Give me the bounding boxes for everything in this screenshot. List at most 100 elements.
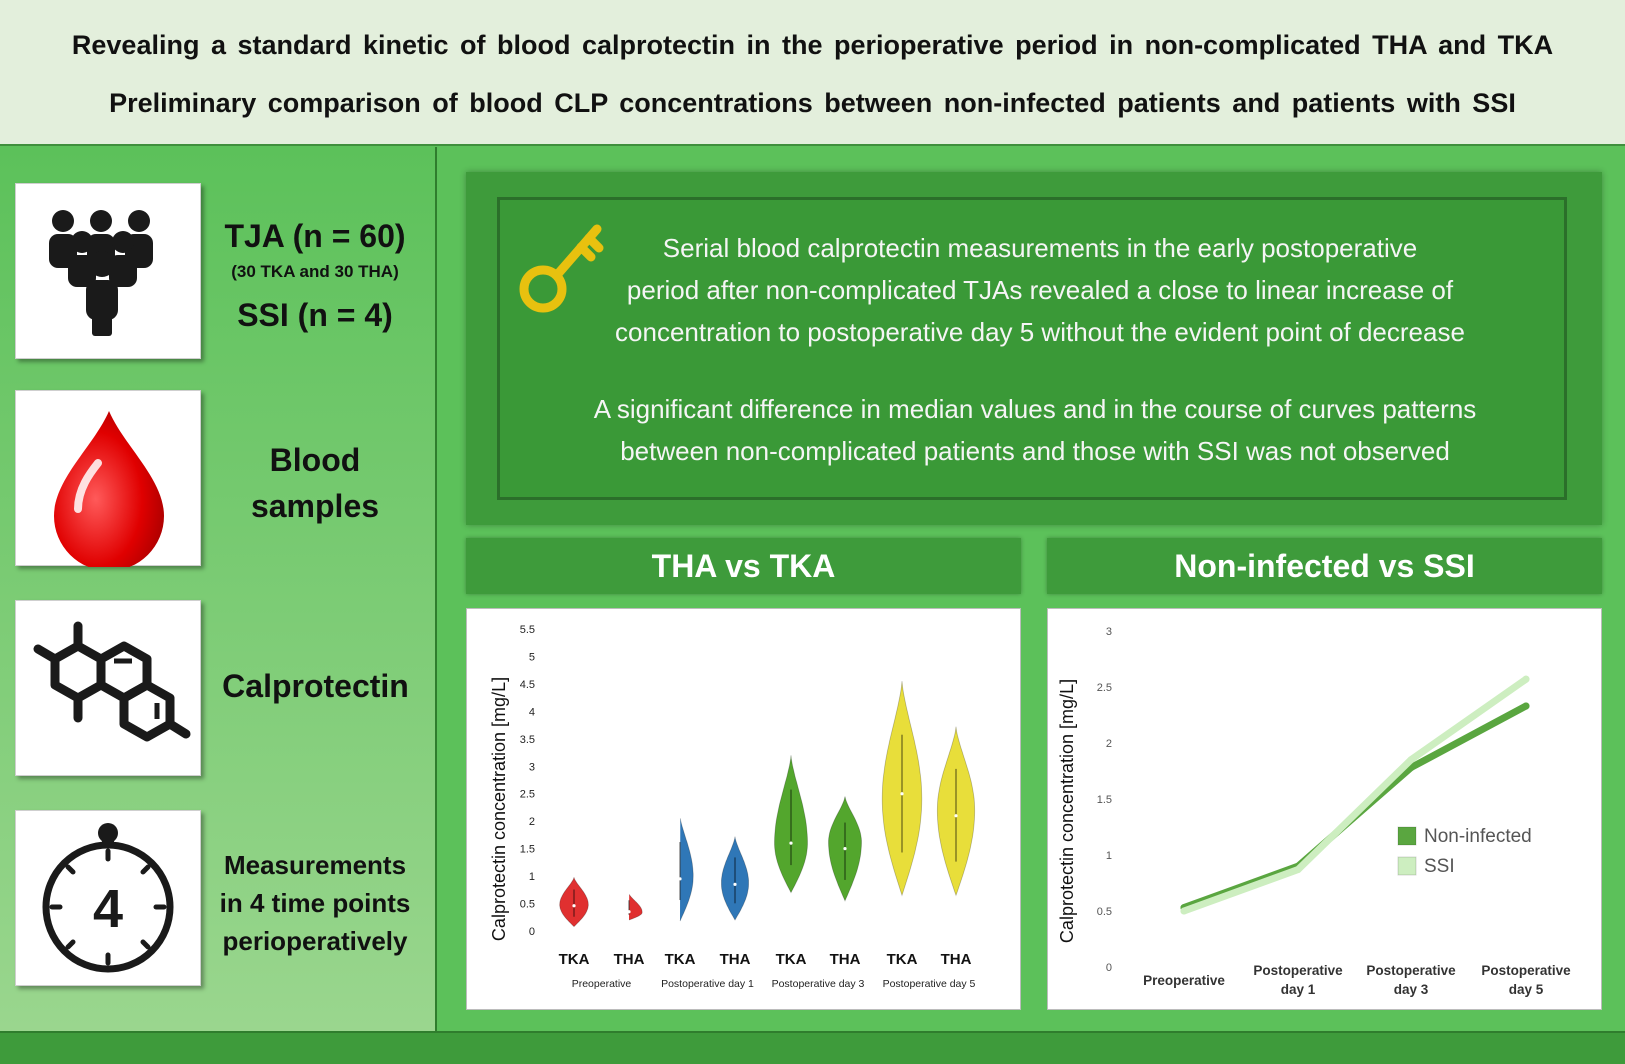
tab-tha-vs-tka: THA vs TKA	[466, 538, 1021, 594]
finding-1-line-2: period after non-complicated TJAs reveal…	[626, 275, 1454, 305]
violin-shape	[936, 726, 976, 897]
line-chart: Calprotectin concentration [mg/L] 0 0.5 1 1…	[1057, 626, 1571, 997]
violin-shape	[679, 818, 694, 922]
violin-group-label: Postoperative day 1	[661, 978, 754, 990]
line-category-label: day 1	[1281, 982, 1316, 997]
violin-y-tick-label: 5	[529, 651, 535, 663]
line-category-label: day 5	[1509, 982, 1544, 997]
people-card	[15, 183, 201, 359]
violin-shape	[559, 877, 589, 928]
key-icon	[519, 224, 604, 313]
blood-samples-label: Blood samples	[215, 437, 415, 529]
violin-y-tick-label: 2.5	[520, 789, 535, 801]
violin-shape	[881, 681, 923, 897]
line-y-tick-label: 1.5	[1097, 794, 1112, 806]
line-category-label: Postoperative	[1253, 963, 1343, 978]
violin-median-point	[627, 910, 631, 914]
cohort-main-label: TJA (n = 60)	[224, 218, 406, 254]
meas-line-3: perioperatively	[222, 926, 408, 956]
line-y-tick-label: 2.5	[1097, 682, 1112, 694]
violin-y-tick-label: 1	[529, 871, 535, 883]
violin-y-tick-label: 2	[529, 816, 535, 828]
line-chart-panel: Calprotectin concentration [mg/L] 0 0.5 1 1…	[1047, 608, 1602, 1010]
violin-category-label: TKA	[887, 951, 918, 968]
violin-shape	[721, 836, 749, 921]
violin-category-label: THA	[830, 951, 861, 968]
legend-swatch-0	[1397, 826, 1417, 846]
line-data-point	[1522, 675, 1530, 683]
violin-category-label: TKA	[559, 951, 590, 968]
violin-y-tick-label: 3.5	[520, 734, 535, 746]
violin-median-point	[789, 841, 793, 845]
molecule-card	[15, 600, 201, 776]
key-finding-2: A significant difference in median value…	[520, 388, 1550, 472]
violin-group-label: Postoperative day 5	[883, 978, 976, 990]
blood-drop-icon	[54, 411, 164, 567]
key-findings-box	[497, 197, 1567, 500]
line-y-tick-label: 2	[1106, 738, 1112, 750]
violin-y-tick-label: 4	[529, 706, 535, 718]
people-group-icon	[49, 210, 153, 336]
violin-y-tick-label: 0.5	[520, 899, 535, 911]
line-category-label: Preoperative	[1143, 973, 1225, 988]
calprotectin-label: Calprotectin	[222, 668, 409, 704]
legend-label-0: Non-infected	[1424, 826, 1532, 847]
violin-median-point	[733, 882, 737, 886]
violin-category-label: TKA	[665, 951, 696, 968]
cohort-ssi-label: SSI (n = 4)	[237, 297, 393, 333]
violin-median-point	[954, 814, 958, 818]
violin-category-label: THA	[720, 951, 751, 968]
violin-y-tick-label: 5.5	[520, 624, 535, 636]
blood-card	[15, 390, 201, 567]
line-y-tick-label: 3	[1106, 626, 1112, 638]
title-line-1: Revealing a standard kinetic of blood ca…	[71, 30, 1554, 60]
violin-y-tick-label: 0	[529, 926, 535, 938]
meas-line-1: Measurements	[223, 850, 407, 880]
meas-line-2: in 4 time points	[219, 888, 411, 918]
line-data-point	[1180, 907, 1188, 915]
line-data-point	[1522, 702, 1530, 710]
violin-y-tick-label: 4.5	[520, 679, 535, 691]
line-series-0	[1180, 702, 1530, 912]
violin-median-point	[843, 847, 847, 851]
line-y-axis-label: Calprotectin concentration [mg/L]	[1057, 679, 1077, 943]
line-category-label: Postoperative	[1366, 963, 1456, 978]
violin-y-axis-label: Calprotectin concentration [mg/L]	[489, 677, 509, 941]
stopwatch-icon: 4	[42, 823, 174, 973]
violin-chart-panel: Calprotectin concentration [mg/L] 0 0.5 1 1…	[466, 608, 1021, 1010]
violin-chart: Calprotectin concentration [mg/L] 0 0.5 1 1…	[489, 624, 976, 990]
finding-1-line-3: concentration to postoperative day 5 wit…	[615, 317, 1465, 347]
violin-median-point	[678, 877, 682, 881]
line-y-tick-label: 0.5	[1097, 906, 1112, 918]
line-y-tick-label: 0	[1106, 962, 1112, 974]
finding-2-line-2: between non-complicated patients and tho…	[620, 436, 1450, 466]
cohort-sub-label: (30 TKA and 30 THA)	[231, 262, 399, 281]
bottom-bar	[0, 1031, 1625, 1064]
legend-label-1: SSI	[1424, 856, 1455, 877]
violin-y-tick-label: 1.5	[520, 844, 535, 856]
timer-digit: 4	[93, 879, 123, 939]
violin-category-label: TKA	[776, 951, 807, 968]
line-y-tick-label: 1	[1106, 850, 1112, 862]
violin-group-label: Postoperative day 3	[772, 978, 865, 990]
key-finding-1: Serial blood calprotectin measurements i…	[590, 227, 1490, 353]
timer-card: 4	[15, 810, 201, 986]
violin-category-label: THA	[614, 951, 645, 968]
molecule-icon	[33, 621, 191, 742]
title-line-2: Preliminary comparison of blood CLP conc…	[109, 88, 1516, 118]
blood-line-2: samples	[250, 488, 380, 524]
finding-2-line-1: A significant difference in median value…	[593, 394, 1477, 424]
violin-median-point	[900, 792, 904, 796]
line-category-label: day 3	[1394, 982, 1429, 997]
violin-category-label: THA	[941, 951, 972, 968]
line-data-point	[1407, 756, 1415, 764]
line-data-point	[1294, 866, 1302, 874]
violin-shape	[774, 755, 808, 894]
tab-noninfected-vs-ssi: Non-infected vs SSI	[1047, 538, 1602, 594]
legend-swatch-1	[1397, 856, 1417, 876]
violin-median-point	[572, 904, 576, 908]
line-category-label: Postoperative	[1481, 963, 1571, 978]
violin-group-label: Preoperative	[572, 978, 632, 990]
finding-1-line-1: Serial blood calprotectin measurements i…	[662, 233, 1418, 263]
violin-y-tick-label: 3	[529, 761, 535, 773]
